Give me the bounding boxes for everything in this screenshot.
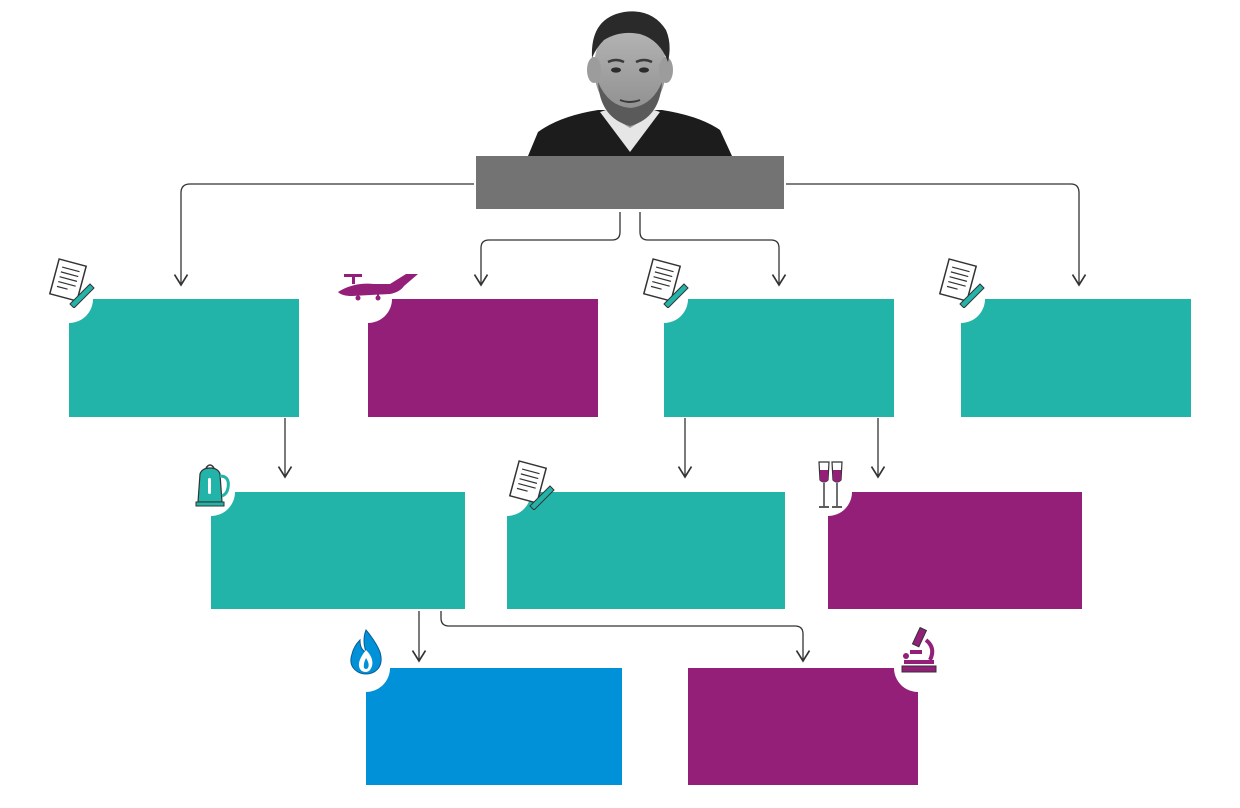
plane-icon bbox=[338, 274, 418, 301]
node-box bbox=[45, 275, 299, 417]
portrait-photo bbox=[528, 11, 732, 156]
node-box bbox=[688, 644, 942, 785]
flame-icon bbox=[350, 629, 382, 675]
node-box bbox=[187, 468, 465, 609]
node-box bbox=[483, 468, 785, 609]
document-pen-icon bbox=[508, 460, 555, 510]
node-box bbox=[344, 275, 598, 417]
node-box bbox=[937, 275, 1191, 417]
document-pen-icon bbox=[48, 258, 95, 308]
edge-root-n2 bbox=[481, 212, 621, 285]
root-node bbox=[476, 156, 784, 209]
document-pen-icon bbox=[642, 258, 689, 308]
microscope-icon bbox=[901, 626, 937, 673]
node-box bbox=[640, 275, 894, 417]
node-box bbox=[342, 644, 622, 785]
edge-n5-n9 bbox=[440, 611, 803, 661]
edge-root-n4 bbox=[786, 183, 1079, 285]
node-box bbox=[804, 468, 1082, 609]
wine-glasses-icon bbox=[818, 461, 843, 508]
edge-root-n1 bbox=[181, 183, 474, 285]
kettle-icon bbox=[195, 464, 230, 507]
document-pen-icon bbox=[938, 258, 985, 308]
